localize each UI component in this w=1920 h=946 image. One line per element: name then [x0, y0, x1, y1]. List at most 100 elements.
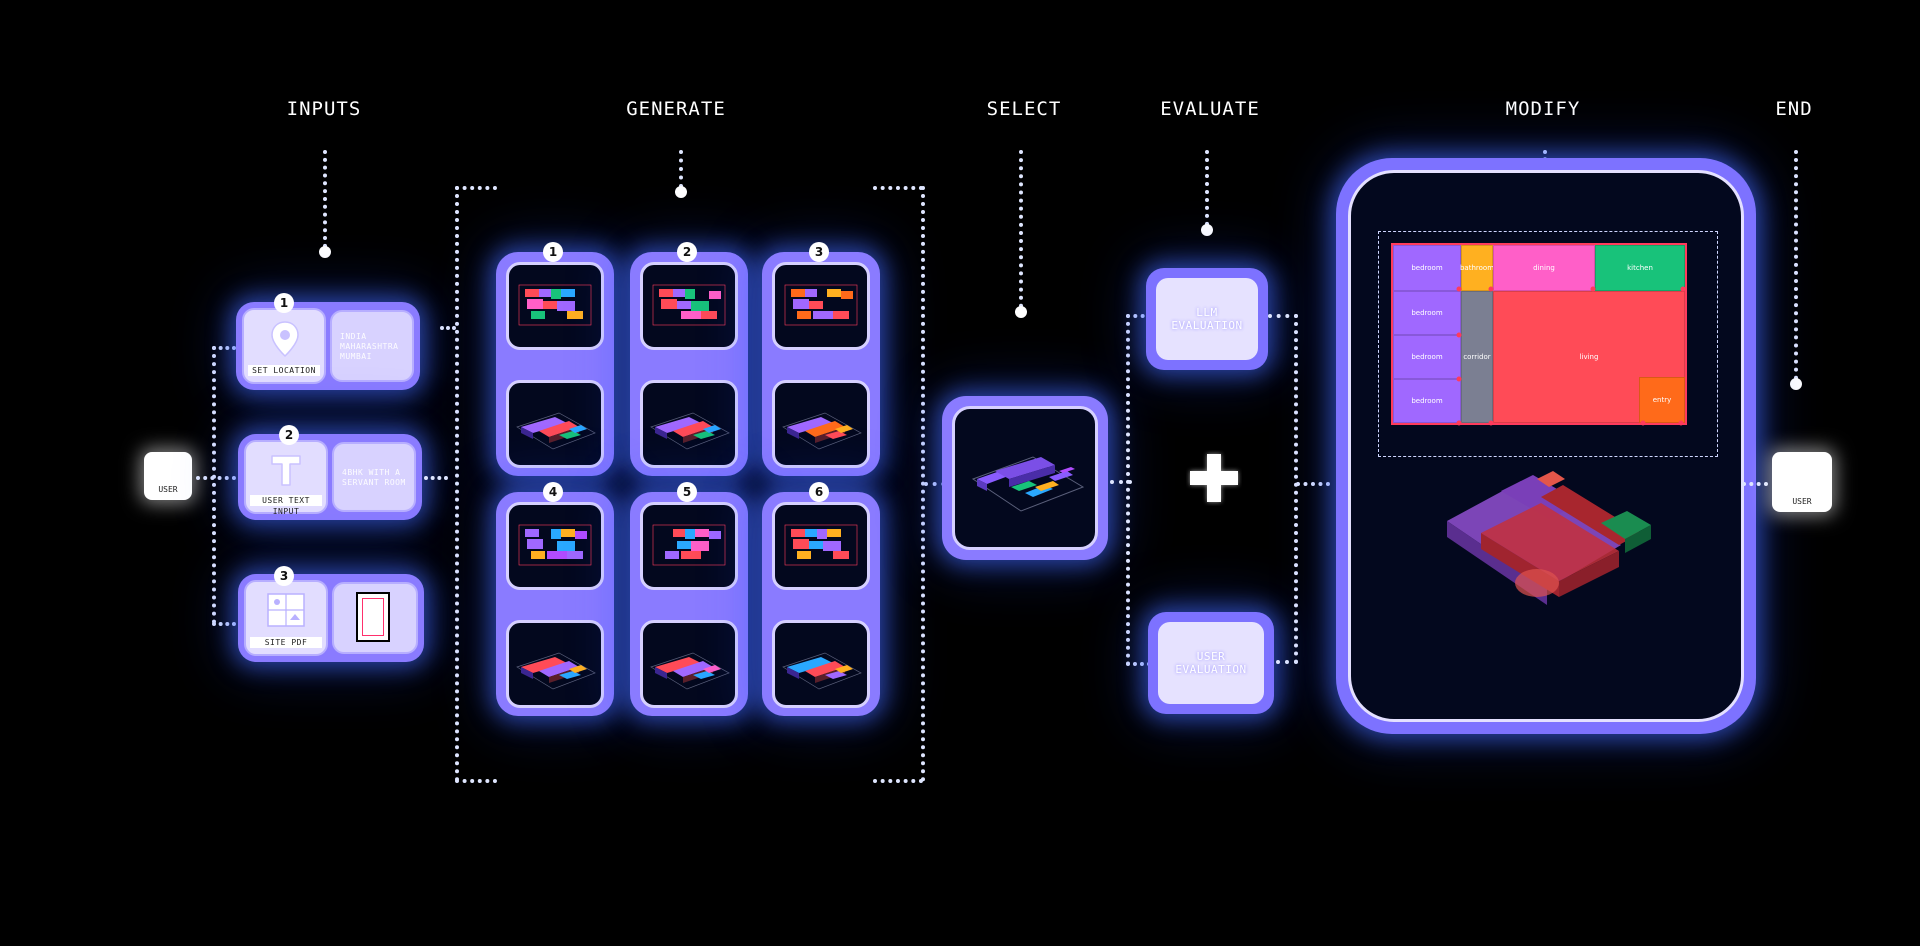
room-bedroom-1[interactable]: bedroom — [1393, 245, 1461, 291]
modify-workspace: bedroom bathroom dining kitchen bedroom … — [1348, 170, 1744, 722]
generate-bracket-left-bottom — [455, 779, 497, 783]
connector-bus-1 — [212, 346, 236, 350]
input-card-location[interactable]: SET LOCATION INDIA MAHARASHTRA MUMBAI — [236, 302, 420, 390]
option-card-4[interactable] — [496, 492, 614, 716]
vertex-handle[interactable] — [1456, 420, 1462, 426]
generate-bracket-right-bottom — [873, 779, 923, 783]
vertex-handle[interactable] — [1456, 376, 1462, 382]
user-evaluation-card[interactable]: USER EVALUATION — [1148, 612, 1274, 714]
plus-icon — [1190, 454, 1238, 502]
option-card-5[interactable] — [630, 492, 748, 716]
vertex-handle[interactable] — [1590, 286, 1596, 292]
input-card-text[interactable]: USER TEXT INPUT 4BHK WITH A SERVANT ROOM — [238, 434, 422, 520]
option-card-6[interactable] — [762, 492, 880, 716]
room-bathroom[interactable]: bathroom — [1460, 245, 1494, 291]
room-dining[interactable]: dining — [1493, 245, 1595, 291]
llm-evaluation-card[interactable]: LLM EVALUATION — [1146, 268, 1268, 370]
generate-bracket-right-top — [873, 186, 923, 190]
modify-3d-massing — [1447, 471, 1651, 605]
generate-bracket-left-top — [455, 186, 497, 190]
text-t-icon — [271, 455, 301, 486]
input-tag-site-pdf: SITE PDF — [250, 637, 322, 648]
input-field-text[interactable]: 4BHK WITH A SERVANT ROOM — [332, 442, 416, 512]
connector-pin-generate — [675, 186, 687, 198]
input-text-prompt: 4BHK WITH A SERVANT ROOM — [342, 468, 406, 487]
pdf-site-preview — [356, 592, 390, 642]
stage-label-inputs: INPUTS — [286, 98, 362, 120]
user-end-node[interactable]: USER — [1772, 452, 1832, 512]
connector-evaluate-to-modify — [1296, 482, 1330, 486]
llm-evaluation-label: LLM EVALUATION — [1156, 278, 1258, 360]
room-corridor[interactable]: corridor — [1461, 291, 1493, 423]
connector-bus-3 — [212, 622, 236, 626]
option-card-1[interactable] — [496, 252, 614, 476]
connector-inputs-to-generate — [424, 476, 448, 480]
input-field-location[interactable]: INDIA MAHARASHTRA MUMBAI — [330, 310, 414, 382]
connector-pin-select — [1015, 306, 1027, 318]
vertex-handle[interactable] — [1680, 286, 1686, 292]
location-pin-icon — [271, 321, 299, 358]
evaluate-bus-right — [1294, 314, 1298, 664]
selected-option-preview — [952, 406, 1098, 550]
option-3d-preview — [772, 380, 870, 468]
input-text-location: INDIA MAHARASHTRA MUMBAI — [340, 332, 399, 361]
input-field-site-pdf[interactable] — [332, 582, 418, 654]
user-evaluation-label: USER EVALUATION — [1158, 622, 1264, 704]
evaluate-bus-right-top — [1268, 314, 1298, 318]
generate-bracket-left — [455, 186, 459, 782]
selected-option-card[interactable] — [942, 396, 1108, 560]
stage-label-modify: MODIFY — [1505, 98, 1581, 120]
option-plan-preview — [506, 502, 604, 590]
option-badge-1: 1 — [543, 242, 563, 262]
connector-inputs-bus — [212, 346, 216, 624]
vertex-handle[interactable] — [1678, 420, 1684, 426]
connector-select — [1019, 150, 1023, 308]
connector-pin-end — [1790, 378, 1802, 390]
stage-label-select: SELECT — [986, 98, 1062, 120]
option-badge-6: 6 — [809, 482, 829, 502]
generate-bracket-right — [921, 186, 925, 782]
evaluate-bus-left — [1126, 314, 1130, 666]
option-badge-5: 5 — [677, 482, 697, 502]
vertex-handle[interactable] — [1488, 420, 1494, 426]
input-badge-3: 3 — [274, 566, 294, 586]
room-bedroom-2[interactable]: bedroom — [1393, 291, 1461, 335]
room-bedroom-4[interactable]: bedroom — [1393, 379, 1461, 423]
option-3d-preview — [772, 620, 870, 708]
connector-end — [1794, 150, 1798, 380]
plan-selection-frame[interactable] — [1378, 231, 1718, 457]
evaluate-bus-left-bottom — [1126, 662, 1158, 666]
connector-generate — [679, 150, 683, 188]
option-badge-3: 3 — [809, 242, 829, 262]
site-boundary — [362, 598, 384, 636]
option-card-2[interactable] — [630, 252, 748, 476]
option-plan-preview — [772, 262, 870, 350]
room-kitchen[interactable]: kitchen — [1595, 245, 1685, 291]
modify-card[interactable]: bedroom bathroom dining kitchen bedroom … — [1336, 158, 1756, 734]
vertex-handle[interactable] — [1640, 420, 1646, 426]
stage-label-evaluate: EVALUATE — [1160, 98, 1260, 120]
input-icon-panel: SITE PDF — [244, 580, 328, 656]
option-plan-preview — [640, 502, 738, 590]
input-card-site-pdf[interactable]: SITE PDF — [238, 574, 424, 662]
connector-pin-inputs — [319, 246, 331, 258]
option-plan-preview — [640, 262, 738, 350]
evaluate-bus-right-bottom — [1276, 660, 1298, 664]
connector-modify-to-end — [1742, 482, 1768, 486]
vertex-handle[interactable] — [1488, 286, 1494, 292]
vertex-handle[interactable] — [1456, 286, 1462, 292]
connector-generate-to-select — [924, 482, 954, 486]
selected-3d-massing — [971, 456, 1085, 512]
input-tag-text: USER TEXT INPUT — [250, 495, 322, 516]
room-bedroom-3[interactable]: bedroom — [1393, 335, 1461, 379]
evaluate-bus-left-top — [1126, 314, 1152, 318]
option-plan-preview — [506, 262, 604, 350]
vertex-handle[interactable] — [1456, 332, 1462, 338]
option-card-3[interactable] — [762, 252, 880, 476]
option-3d-preview — [640, 380, 738, 468]
floor-plan[interactable]: bedroom bathroom dining kitchen bedroom … — [1391, 243, 1687, 425]
user-start-node[interactable]: USER — [144, 452, 192, 500]
connector-user-to-inputs — [196, 476, 236, 480]
option-3d-preview — [506, 380, 604, 468]
room-entry[interactable]: entry — [1639, 377, 1685, 423]
